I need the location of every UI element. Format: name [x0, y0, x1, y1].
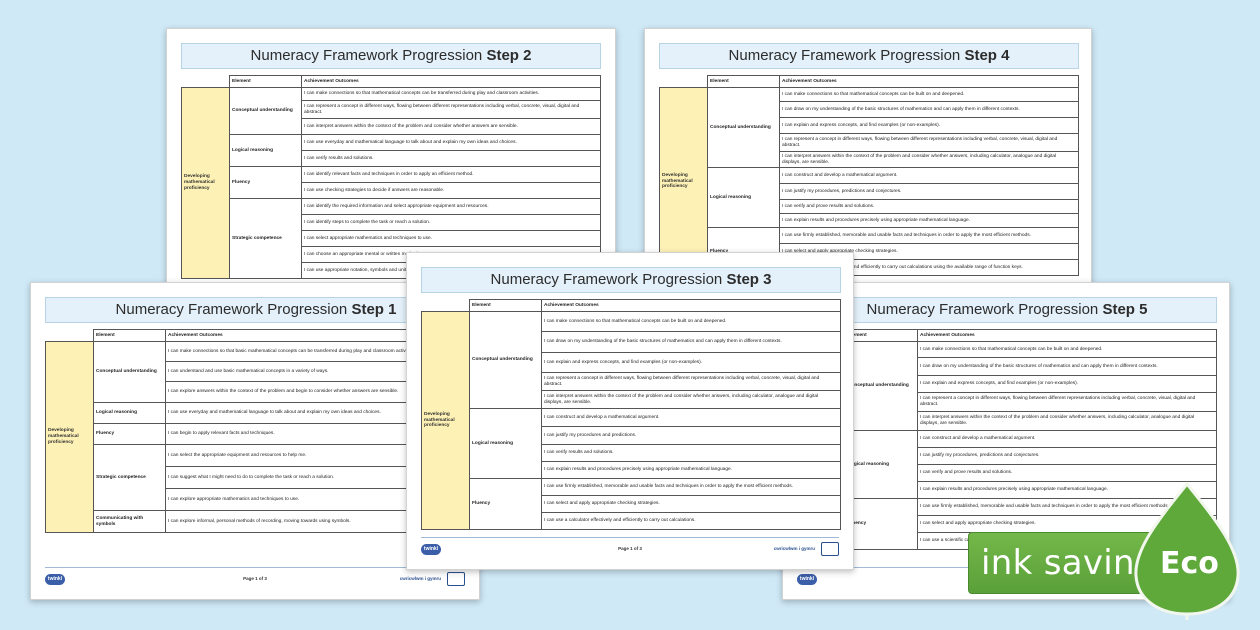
outcome-cell: I can interpret answers within the conte…: [917, 411, 1217, 431]
outcome-cell: I can construct and develop a mathematic…: [541, 408, 841, 427]
column-header-element: Element: [469, 299, 542, 312]
outcome-cell: I can draw on my understanding of the ba…: [917, 357, 1217, 376]
outcome-cell: I can justify my procedures and predicti…: [541, 426, 841, 445]
outcome-cell: I can use a calculator effectively and e…: [541, 512, 841, 530]
outcome-cell: I can justify my procedures, predictions…: [917, 447, 1217, 465]
sheet-title: Numeracy Framework Progression Step 4: [659, 43, 1079, 69]
sheet-title: Numeracy Framework Progression Step 1: [45, 297, 467, 323]
sheet-title: Numeracy Framework Progression Step 5: [797, 297, 1217, 323]
outcome-cell: I can explain and express concepts, and …: [917, 375, 1217, 393]
twinkl-logo: twinkl: [421, 544, 441, 555]
outcome-cell: I can construct and develop a mathematic…: [917, 430, 1217, 448]
outcome-cell: I can justify my procedures, predictions…: [779, 183, 1079, 200]
outcome-cell: I can identify the required information …: [301, 198, 601, 215]
column-header-element: Element: [93, 329, 166, 342]
outcome-cell: I can represent a concept in different w…: [541, 372, 841, 391]
page-number: Page 1 of 3: [618, 546, 642, 551]
outcome-cell: I can identify relevant facts and techni…: [301, 166, 601, 183]
ink-saving-label: ink saving: [981, 543, 1157, 583]
element-cell: Conceptual understanding: [469, 311, 542, 409]
outcome-cell: I can represent a concept in different w…: [301, 100, 601, 119]
outcome-cell: I can interpret answers within the conte…: [301, 118, 601, 135]
twinkl-logo: twinkl: [797, 574, 817, 585]
element-cell: Conceptual understanding: [93, 341, 166, 403]
outcome-cell: I can use firmly established, memorable …: [779, 227, 1079, 244]
column-header-element: Element: [229, 75, 302, 88]
twinkl-logo: twinkl: [45, 574, 65, 585]
sheet-step3: Numeracy Framework Progression Step 3 El…: [406, 252, 854, 570]
outcome-cell: I can select and apply appropriate check…: [541, 495, 841, 513]
sheet-step1: Numeracy Framework Progression Step 1 El…: [30, 282, 480, 600]
outcome-cell: I can interpret answers within the conte…: [779, 151, 1079, 168]
outcome-cell: I can verify and prove results and solut…: [779, 199, 1079, 214]
outcome-cell: I can use firmly established, memorable …: [541, 478, 841, 496]
element-cell: Fluency: [229, 166, 302, 199]
column-header-outcomes: Achievement Outcomes: [779, 75, 1079, 88]
curriculum-wales-label: cwricwlwm i gymru: [773, 546, 815, 551]
domain-cell: Developing mathematical proficiency: [659, 87, 708, 276]
element-cell: Fluency: [469, 478, 542, 530]
leaf-icon: [1134, 481, 1240, 620]
sheet-step4: Numeracy Framework Progression Step 4 El…: [644, 28, 1092, 298]
outcome-cell: I can make connections so that mathemati…: [779, 87, 1079, 102]
element-cell: Strategic competence: [229, 198, 302, 279]
column-header-element: Element: [707, 75, 780, 88]
outcome-cell: I can verify and prove results and solut…: [917, 464, 1217, 482]
element-cell: Conceptual understanding: [229, 87, 302, 135]
domain-cell: Developing mathematical proficiency: [421, 311, 470, 530]
element-cell: Logical reasoning: [469, 408, 542, 479]
curriculum-wales-label: cwricwlwm i gymru: [399, 576, 441, 581]
page-number: Page 1 of 3: [243, 576, 267, 581]
element-cell: Conceptual understanding: [707, 87, 780, 168]
column-header-outcomes: Achievement Outcomes: [541, 299, 841, 312]
sheet-title: Numeracy Framework Progression Step 3: [421, 267, 841, 293]
outcome-cell: I can explain and express concepts, and …: [541, 352, 841, 373]
element-cell: Conceptual understanding: [845, 341, 918, 431]
column-header-outcomes: Achievement Outcomes: [917, 329, 1217, 342]
eco-label: Eco: [1160, 546, 1219, 581]
sheet-step2: Numeracy Framework Progression Step 2 El…: [166, 28, 616, 298]
element-cell: Fluency: [845, 498, 918, 550]
element-cell: Strategic competence: [93, 444, 166, 511]
sheet-title: Numeracy Framework Progression Step 2: [181, 43, 601, 69]
outcome-cell: I can verify results and solutions.: [301, 150, 601, 167]
element-cell: Logical reasoning: [229, 134, 302, 167]
column-header-element: Element: [845, 329, 918, 342]
outcome-cell: I can identify steps to complete the tas…: [301, 214, 601, 231]
page-footer: twinkl Page 1 of 3 cwricwlwm i gymru: [45, 567, 465, 589]
outcome-cell: I can select appropriate mathematics and…: [301, 230, 601, 247]
outcome-cell: I can explain results and procedures pre…: [541, 461, 841, 479]
element-cell: Logical reasoning: [707, 167, 780, 228]
page-footer: twinkl Page 1 of 3 cwricwlwm i gymru: [421, 537, 839, 559]
domain-cell: Developing mathematical proficiency: [45, 341, 94, 533]
outcome-cell: I can represent a concept in different w…: [779, 133, 1079, 152]
outcome-cell: I can interpret answers within the conte…: [541, 390, 841, 409]
outcome-cell: I can make connections so that mathemati…: [541, 311, 841, 332]
element-cell: Logical reasoning: [845, 430, 918, 499]
outcome-cell: I can represent a concept in different w…: [917, 392, 1217, 412]
element-cell: Communicating with symbols: [93, 510, 166, 533]
column-header-outcomes: Achievement Outcomes: [165, 329, 467, 342]
outcome-cell: I can use everyday and mathematical lang…: [301, 134, 601, 151]
element-cell: Fluency: [93, 423, 166, 445]
domain-cell: Developing mathematical proficiency: [181, 87, 230, 279]
outcome-cell: I can explain and express concepts, and …: [779, 117, 1079, 134]
shield-icon: [447, 572, 465, 586]
outcome-cell: I can construct and develop a mathematic…: [779, 167, 1079, 184]
column-header-outcomes: Achievement Outcomes: [301, 75, 601, 88]
outcome-cell: I can draw on my understanding of the ba…: [541, 331, 841, 353]
outcome-cell: I can explain results and procedures pre…: [779, 213, 1079, 228]
outcome-cell: I can make connections so that mathemati…: [301, 87, 601, 101]
outcome-cell: I can make connections so that mathemati…: [917, 341, 1217, 358]
outcome-cell: I can verify results and solutions.: [541, 444, 841, 462]
element-cell: Logical reasoning: [93, 402, 166, 424]
shield-icon: [821, 542, 839, 556]
outcome-cell: I can draw on my understanding of the ba…: [779, 101, 1079, 118]
outcome-cell: I can use checking strategies to decide …: [301, 182, 601, 199]
